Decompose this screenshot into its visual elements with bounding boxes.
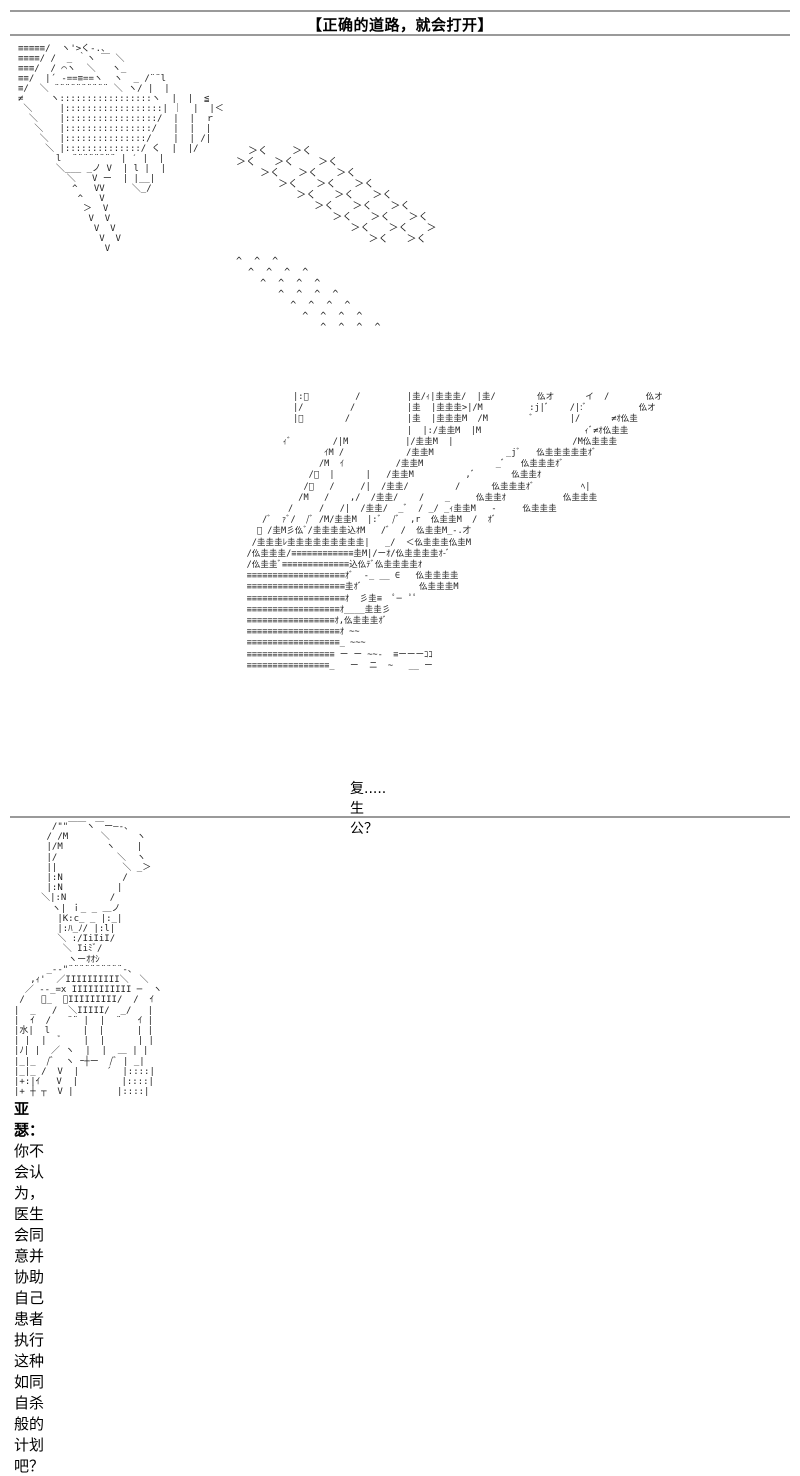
panel-2-caption: 复.....生公？ (350, 781, 387, 837)
ascii-art-figure: ≡≡≡≡≡/ ヽ'>く-.、 ≡≡≡≡/ / _ ｀ヽ ￣ ＼ ≡≡≡/ / ⌒… (18, 44, 224, 254)
dialogue-line: 亚瑟：你不会认为，医生会同意并协助自己患者执行这种如同自杀般的计划吧？ (14, 1098, 44, 1476)
title-rule (10, 34, 790, 36)
page-title: 【正确的道路，就会打开】 (306, 16, 493, 34)
dialogue-speaker: 亚瑟： (14, 1100, 45, 1139)
section-divider (10, 816, 790, 818)
top-rule (10, 10, 790, 12)
dialogue-text: 你不会认为，医生会同意并协助自己患者执行这种如同自杀般的计划吧？ (14, 1142, 45, 1475)
ascii-art-burst: |:ﾞ / |圭/ｨ|圭圭圭/ |圭/ 仫オ イ / 仫オ |/ / |圭 |圭… (246, 392, 663, 671)
ascii-art-character: /""￣￣ヽ￣ー―‐、 / /M ＼ ヽ |/M ヽ | |/ ＼ ヽ || ＼… (14, 822, 163, 1098)
ascii-art-beams: ＞く ＞く ＞く ＞く ＞く ＞く ＞く ＞く ＞く ＞く ＞く ＞く ＞く ＞… (236, 146, 437, 333)
